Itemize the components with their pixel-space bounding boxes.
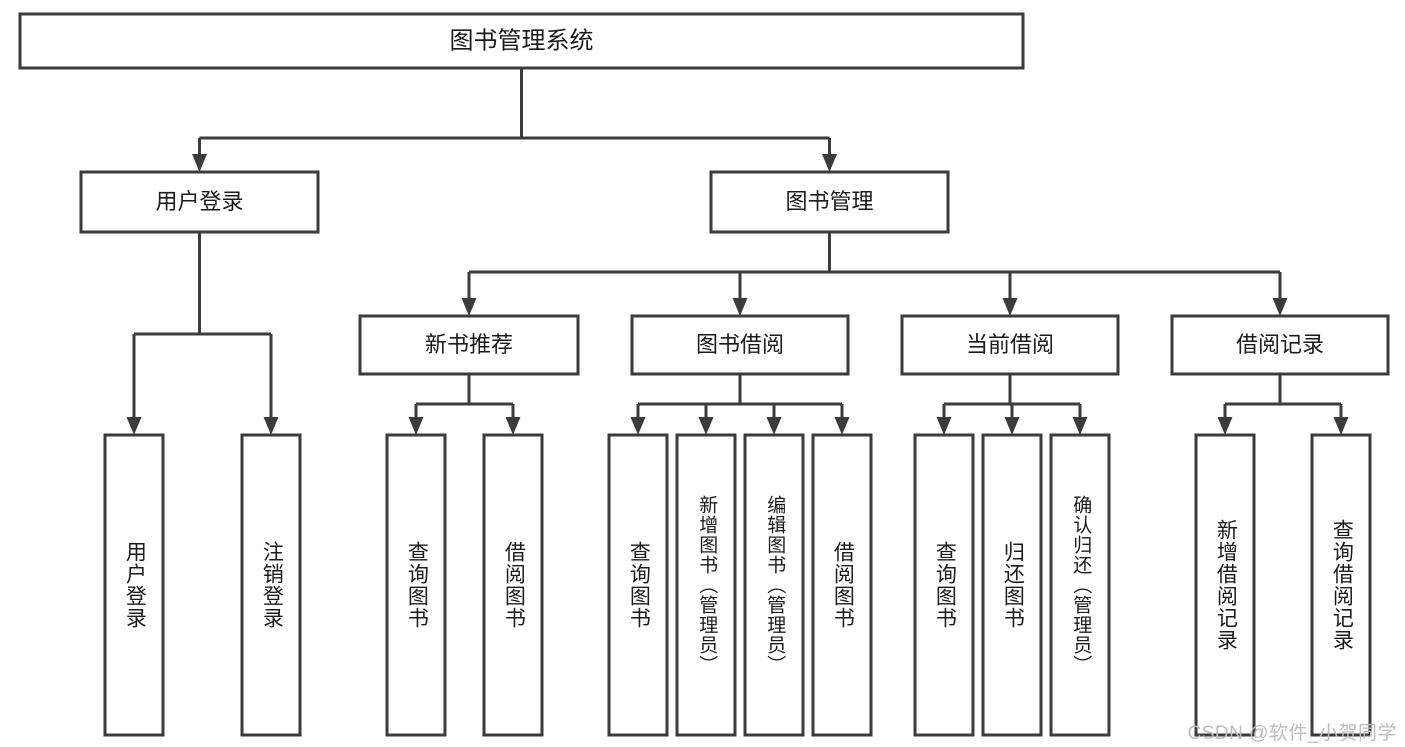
arrow-head-leaf-user-logout [263,417,279,435]
node-box-leaf-add-book[interactable] [675,433,737,737]
node-box-leaf-borrow-book-rec[interactable] [482,433,544,737]
node-box-leaf-query-book-borrow[interactable] [607,433,669,737]
node-label-new-book-rec: 新书推荐 [425,332,513,357]
arrow-head-leaf-query-book-cur [936,417,952,435]
arrow-head-current-borrow [1002,298,1018,316]
node-label-user-login: 用户登录 [155,189,243,214]
arrow-head-user-login [192,154,207,172]
node-box-leaf-confirm-return[interactable] [1049,433,1111,737]
arrow-head-leaf-add-book [698,417,714,435]
arrow-head-book-manage [822,154,837,172]
arrow-head-leaf-add-record [1217,417,1233,435]
node-box-root[interactable] [18,12,1025,70]
node-box-leaf-query-book-rec[interactable] [385,433,447,737]
arrow-head-new-book-rec [461,298,477,316]
arrow-head-leaf-edit-book [766,417,782,435]
node-label-root: 图书管理系统 [450,27,594,54]
node-box-leaf-query-book-cur[interactable] [913,433,975,737]
arrow-head-borrow-record [1272,298,1288,316]
node-box-leaf-user-logout[interactable] [240,433,302,737]
watermark-text: CSDN @软件_小贺同学 [1187,723,1397,744]
node-box-book-manage[interactable] [709,170,950,234]
arrow-head-leaf-query-record [1333,417,1349,435]
arrow-head-book-borrow [732,298,748,316]
node-box-user-login[interactable] [79,170,320,234]
node-box-current-borrow[interactable] [900,314,1120,376]
node-label-borrow-record: 借阅记录 [1236,332,1324,357]
node-label-book-manage: 图书管理 [785,189,873,214]
node-box-leaf-return-book[interactable] [981,433,1043,737]
node-box-leaf-query-record[interactable] [1310,433,1372,737]
nodes-layer [18,12,1390,737]
edges-layer [126,68,1349,435]
node-box-leaf-user-login[interactable] [103,433,165,737]
node-label-book-borrow: 图书借阅 [696,332,784,357]
arrow-head-leaf-borrow-book-rec [505,417,521,435]
node-box-new-book-rec[interactable] [358,314,580,376]
node-box-leaf-edit-book[interactable] [743,433,805,737]
arrow-head-leaf-query-book-borrow [630,417,646,435]
node-label-current-borrow: 当前借阅 [966,332,1054,357]
arrow-head-leaf-return-book [1004,417,1020,435]
arrow-head-leaf-user-login [126,417,142,435]
node-box-leaf-add-record[interactable] [1194,433,1256,737]
arrow-head-leaf-query-book-rec [408,417,424,435]
node-box-borrow-record[interactable] [1170,314,1390,376]
arrow-head-leaf-borrow-book [834,417,850,435]
arrow-head-leaf-confirm-return [1072,417,1088,435]
node-box-leaf-borrow-book[interactable] [811,433,873,737]
node-box-book-borrow[interactable] [630,314,850,376]
